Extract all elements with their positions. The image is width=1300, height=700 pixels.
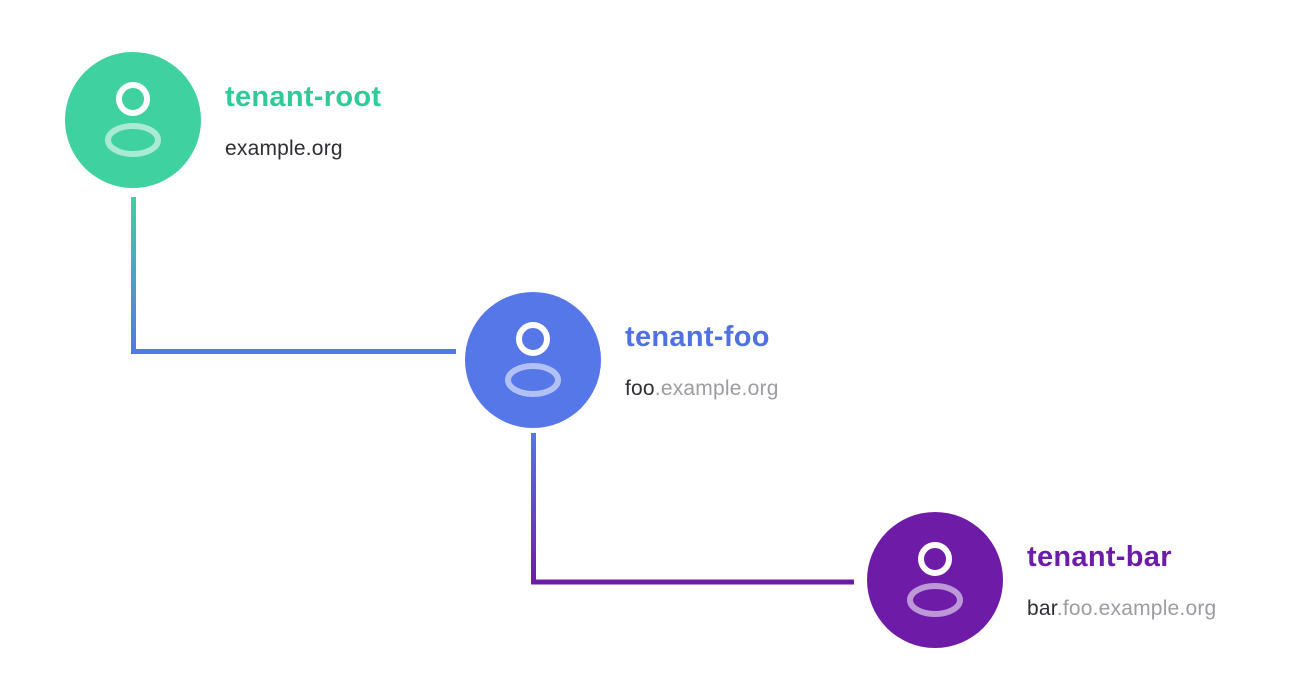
- domain-prefix: foo: [625, 377, 655, 400]
- tenant-root-name: tenant-root: [225, 81, 382, 113]
- domain-prefix: example.org: [225, 137, 343, 160]
- tenant-bar-texts: tenant-bar bar.foo.example.org: [1027, 542, 1216, 621]
- tenant-node-foo: tenant-foo foo.example.org: [465, 292, 778, 428]
- user-icon: [505, 322, 561, 397]
- domain-suffix: .example.org: [654, 377, 779, 400]
- connector-foo-to-bar: [531, 433, 854, 585]
- tenant-node-root: tenant-root example.org: [65, 52, 381, 188]
- tenant-bar-avatar: [867, 512, 1003, 648]
- tenant-foo-texts: tenant-foo foo.example.org: [625, 322, 779, 401]
- domain-suffix: .foo.example.org: [1056, 597, 1217, 620]
- tenant-foo-domain: foo.example.org: [625, 377, 779, 401]
- tenant-root-avatar: [65, 52, 201, 188]
- tenant-bar-domain: bar.foo.example.org: [1027, 597, 1216, 621]
- connector-root-to-foo: [131, 197, 456, 354]
- domain-prefix: bar: [1027, 597, 1057, 620]
- user-icon: [105, 82, 161, 157]
- tenant-bar-name: tenant-bar: [1027, 541, 1172, 573]
- tenant-foo-avatar: [465, 292, 601, 428]
- tenant-root-texts: tenant-root example.org: [225, 82, 381, 161]
- user-icon: [907, 542, 963, 617]
- tenant-root-domain: example.org: [225, 137, 381, 161]
- tenant-foo-name: tenant-foo: [625, 321, 770, 353]
- tenant-node-bar: tenant-bar bar.foo.example.org: [867, 512, 1216, 648]
